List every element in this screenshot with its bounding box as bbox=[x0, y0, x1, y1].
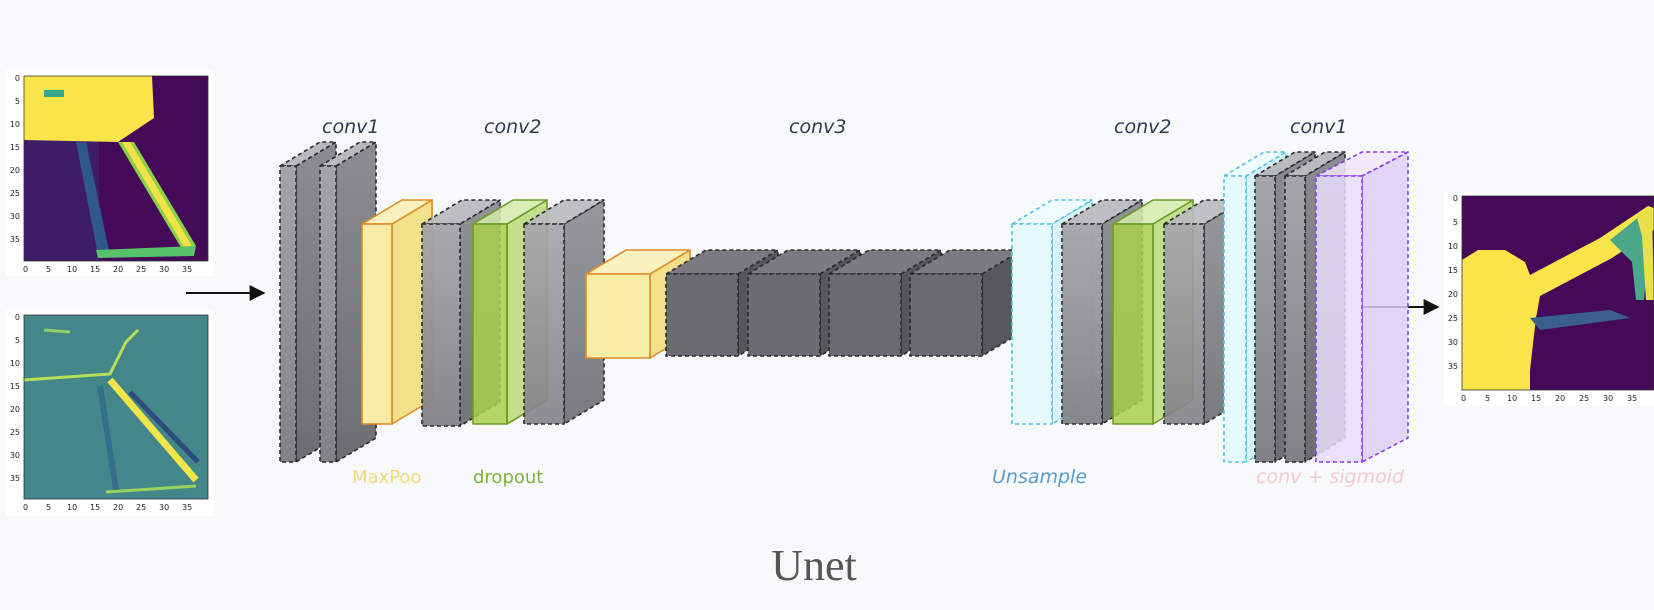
legend-maxpool: MaxPoo bbox=[352, 467, 421, 488]
conv2-block bbox=[523, 199, 605, 425]
tick-label: 5 bbox=[46, 503, 51, 512]
tick-label: 15 bbox=[1531, 394, 1541, 403]
output-y-ticks: 0 5 10 15 20 25 30 35 bbox=[1448, 194, 1458, 371]
tick-label: 0 bbox=[23, 503, 28, 512]
output-image: 0 5 10 15 20 25 30 35 0 5 10 15 20 25 30… bbox=[1444, 192, 1654, 406]
tick-label: 25 bbox=[1579, 394, 1589, 403]
tick-label: 0 bbox=[15, 313, 20, 322]
tick-label: 35 bbox=[1627, 394, 1637, 403]
tick-label: 5 bbox=[15, 336, 20, 345]
tick-label: 10 bbox=[10, 359, 20, 368]
image-1-y-ticks: 0 5 10 15 20 25 30 35 bbox=[10, 74, 20, 244]
tick-label: 10 bbox=[67, 503, 77, 512]
output-x-ticks: 0 5 10 15 20 25 30 35 bbox=[1461, 394, 1637, 403]
network-blocks bbox=[279, 141, 1409, 463]
tick-label: 30 bbox=[159, 265, 169, 274]
tick-label: 20 bbox=[113, 265, 123, 274]
tick-label: 35 bbox=[10, 235, 20, 244]
tick-label: 20 bbox=[10, 405, 20, 414]
tick-label: 0 bbox=[1461, 394, 1466, 403]
tick-label: 0 bbox=[23, 265, 28, 274]
tick-label: 5 bbox=[46, 265, 51, 274]
tick-label: 25 bbox=[136, 265, 146, 274]
tick-label: 0 bbox=[1453, 194, 1458, 203]
legend-dropout: dropout bbox=[473, 467, 543, 488]
diagram-title: Unet bbox=[771, 541, 857, 590]
tick-label: 20 bbox=[10, 166, 20, 175]
legend-upsample: Unsample bbox=[992, 466, 1087, 488]
tick-label: 35 bbox=[10, 474, 20, 483]
tick-label: 15 bbox=[90, 503, 100, 512]
tick-label: 25 bbox=[1448, 314, 1458, 323]
tick-label: 5 bbox=[1453, 218, 1458, 227]
tick-label: 35 bbox=[182, 265, 192, 274]
tick-label: 15 bbox=[10, 382, 20, 391]
tick-label: 30 bbox=[10, 212, 20, 221]
input-image-2: 0 5 10 15 20 25 30 35 0 5 10 15 20 25 30… bbox=[6, 310, 214, 516]
input-image-1: 0 5 10 15 20 25 30 35 0 5 10 15 20 25 30… bbox=[6, 70, 214, 276]
tick-label: 30 bbox=[10, 451, 20, 460]
tick-label: 30 bbox=[159, 503, 169, 512]
tick-label: 25 bbox=[136, 503, 146, 512]
tick-label: 10 bbox=[67, 265, 77, 274]
image-1-x-ticks: 0 5 10 15 20 25 30 35 bbox=[23, 265, 192, 274]
tick-label: 10 bbox=[1507, 394, 1517, 403]
tick-label: 10 bbox=[10, 120, 20, 129]
tick-label: 15 bbox=[90, 265, 100, 274]
tick-label: 35 bbox=[1448, 362, 1458, 371]
tick-label: 20 bbox=[1448, 290, 1458, 299]
tick-label: 15 bbox=[1448, 266, 1458, 275]
tick-label: 5 bbox=[1485, 394, 1490, 403]
label-encoder-conv2: conv2 bbox=[484, 116, 541, 138]
label-decoder-conv1: conv1 bbox=[1290, 116, 1347, 138]
tick-label: 0 bbox=[15, 74, 20, 83]
tick-label: 30 bbox=[1603, 394, 1613, 403]
tick-label: 25 bbox=[10, 428, 20, 437]
label-bottleneck-conv3: conv3 bbox=[789, 116, 846, 138]
tick-label: 35 bbox=[182, 503, 192, 512]
image-2-x-ticks: 0 5 10 15 20 25 30 35 bbox=[23, 503, 192, 512]
label-encoder-conv1: conv1 bbox=[322, 116, 379, 138]
tick-label: 10 bbox=[1448, 242, 1458, 251]
tick-label: 20 bbox=[1555, 394, 1565, 403]
tick-label: 25 bbox=[10, 189, 20, 198]
label-decoder-conv2: conv2 bbox=[1114, 116, 1171, 138]
tick-label: 30 bbox=[1448, 338, 1458, 347]
conv-sigmoid-block bbox=[1315, 151, 1409, 463]
tick-label: 20 bbox=[113, 503, 123, 512]
tick-label: 15 bbox=[10, 143, 20, 152]
legend-conv-sigmoid: conv + sigmoid bbox=[1256, 466, 1405, 488]
conv3-block bbox=[909, 249, 1023, 357]
image-2-y-ticks: 0 5 10 15 20 25 30 35 bbox=[10, 313, 20, 483]
tick-label: 5 bbox=[15, 97, 20, 106]
